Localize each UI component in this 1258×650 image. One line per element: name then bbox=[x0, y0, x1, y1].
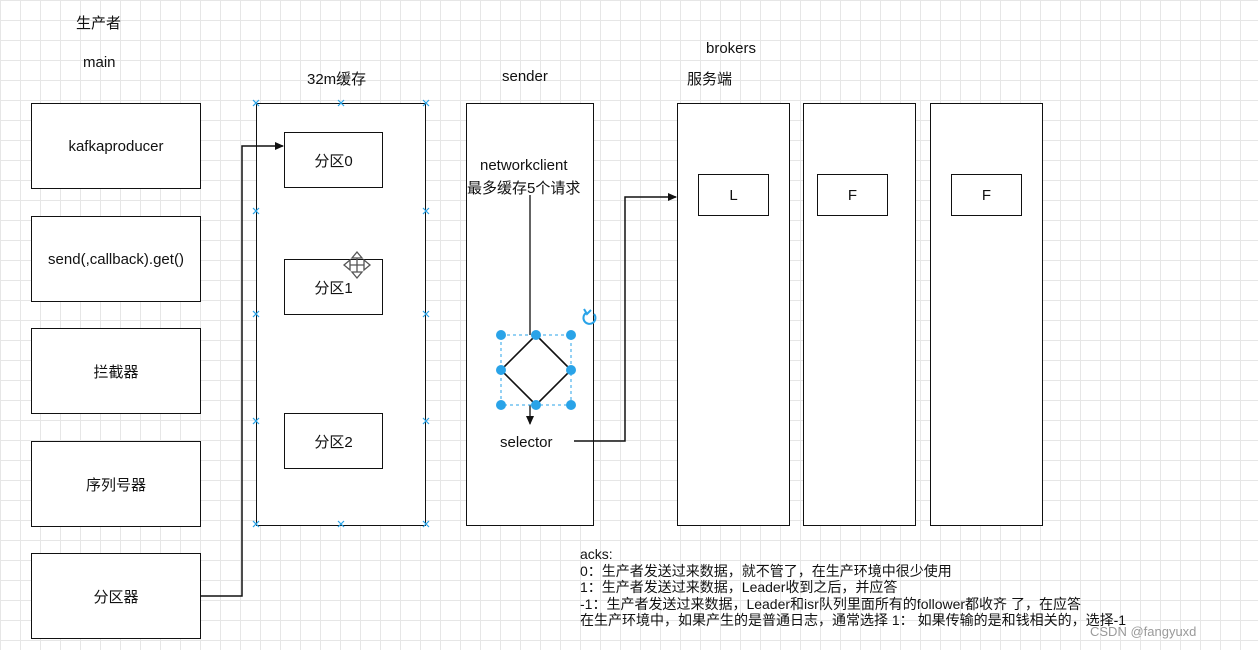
diamond-selection-box bbox=[500, 334, 572, 406]
rotate-handle-icon bbox=[582, 308, 597, 325]
follower-node-2[interactable]: F bbox=[951, 174, 1022, 216]
partition-0-box[interactable]: 分区0 bbox=[284, 132, 383, 188]
watermark: CSDN @fangyuxd bbox=[1090, 624, 1197, 639]
main-thread-label: main bbox=[83, 54, 116, 71]
buffer-selection-handles bbox=[252, 99, 430, 528]
selector-to-leader-arrow bbox=[574, 193, 677, 442]
selector-label: selector bbox=[500, 434, 553, 451]
move-cursor-icon bbox=[342, 250, 372, 280]
broker-1[interactable] bbox=[677, 103, 790, 526]
acks-notes: acks: 0：生产者发送过来数据，就不管了，在生产环境中很少使用 1：生产者发… bbox=[580, 546, 1126, 629]
broker-2[interactable] bbox=[803, 103, 916, 526]
buffer-title: 32m缓存 bbox=[307, 71, 367, 88]
serializer-box[interactable]: 序列号器 bbox=[31, 441, 201, 527]
partitioner-to-partition0-arrow bbox=[201, 142, 284, 597]
leader-node[interactable]: L bbox=[698, 174, 769, 216]
sender-title: sender bbox=[502, 68, 548, 85]
send-callback-box[interactable]: send(,callback).get() bbox=[31, 216, 201, 302]
kafkaproducer-box[interactable]: kafkaproducer bbox=[31, 103, 201, 189]
partitioner-box[interactable]: 分区器 bbox=[31, 553, 201, 639]
acks-line-1: 1：生产者发送过来数据，Leader收到之后，并应答 bbox=[580, 579, 898, 595]
acks-line-neg1: -1：生产者发送过来数据，Leader和isr队列里面所有的follower都收… bbox=[580, 595, 1081, 612]
brokers-title: brokers bbox=[706, 40, 757, 57]
diamond-handles bbox=[496, 330, 576, 410]
acks-header: acks: bbox=[580, 546, 613, 562]
request-cache-label: 最多缓存5个请求 bbox=[467, 180, 581, 197]
interceptor-box[interactable]: 拦截器 bbox=[31, 328, 201, 414]
acks-line-0: 0：生产者发送过来数据，就不管了，在生产环境中很少使用 bbox=[580, 562, 952, 579]
broker-3[interactable] bbox=[930, 103, 1043, 526]
follower-node-1[interactable]: F bbox=[817, 174, 888, 216]
networkclient-label: networkclient bbox=[480, 157, 568, 174]
server-side-label: 服务端 bbox=[687, 71, 733, 88]
producer-title: 生产者 bbox=[76, 15, 122, 32]
acks-production-advice: 在生产环境中，如果产生的是普通日志，通常选择 1： 如果传输的是和钱相关的，选择… bbox=[580, 612, 1127, 628]
partition-2-box[interactable]: 分区2 bbox=[284, 413, 383, 469]
diamond-shape bbox=[499, 333, 573, 407]
